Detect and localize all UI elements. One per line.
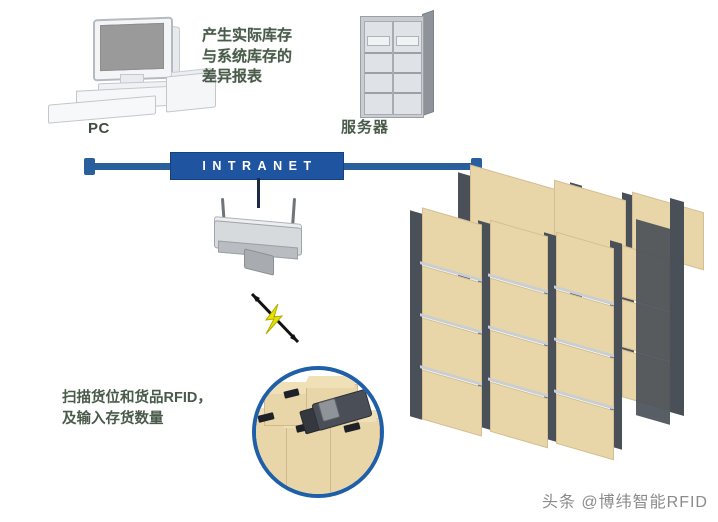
server-rack-column-right xyxy=(393,21,422,115)
server-rack-illustration xyxy=(360,9,434,118)
pc-label: PC xyxy=(88,120,110,137)
server-shelf xyxy=(394,92,421,94)
warehouse-racking-illustration xyxy=(404,164,710,486)
annotation-scan-line-2: 及输入存货数量 xyxy=(62,411,164,428)
server-rack-column-left xyxy=(364,21,393,115)
server-label: 服务器 xyxy=(341,119,390,136)
watermark-text: 头条 @博纬智能RFID xyxy=(541,494,708,511)
annotation-report-line-1: 产生实际库存 xyxy=(202,27,293,44)
server-shelf xyxy=(365,72,392,74)
server-shelf xyxy=(394,72,421,74)
annotation-inventory-report: 产生实际库存 与系统库存的 差异报表 xyxy=(202,26,342,88)
server-unit xyxy=(396,36,419,46)
server-shelf xyxy=(365,52,392,54)
inset-crate xyxy=(330,418,380,494)
server-rack-body xyxy=(360,16,424,118)
server-shelf xyxy=(365,92,392,94)
rf-signal-bolt-icon xyxy=(248,292,302,344)
rack-upright xyxy=(670,197,684,417)
intranet-label-text: INTRANET xyxy=(202,159,318,173)
server-shelf xyxy=(394,52,421,54)
inset-crate-top xyxy=(303,376,359,388)
inset-crate xyxy=(286,424,334,494)
pc-workstation-illustration xyxy=(38,12,216,124)
annotation-scan-instruction: 扫描货位和货品RFID， 及输入存货数量 xyxy=(62,388,272,430)
backbone-terminator-left xyxy=(84,158,95,175)
wireless-access-point-illustration xyxy=(200,197,312,276)
access-point-drop-line xyxy=(257,178,260,208)
annotation-report-line-3: 差异报表 xyxy=(202,68,263,86)
monitor-screen xyxy=(100,22,164,72)
magnified-inset-circle xyxy=(252,366,384,498)
intranet-label-bar: INTRANET xyxy=(170,152,344,180)
rack-end-panel xyxy=(636,219,670,425)
annotation-scan-line-1: 扫描货位和货品RFID， xyxy=(62,390,212,406)
annotation-report-line-2: 与系统库存的 xyxy=(202,47,293,65)
server-unit xyxy=(367,36,390,46)
